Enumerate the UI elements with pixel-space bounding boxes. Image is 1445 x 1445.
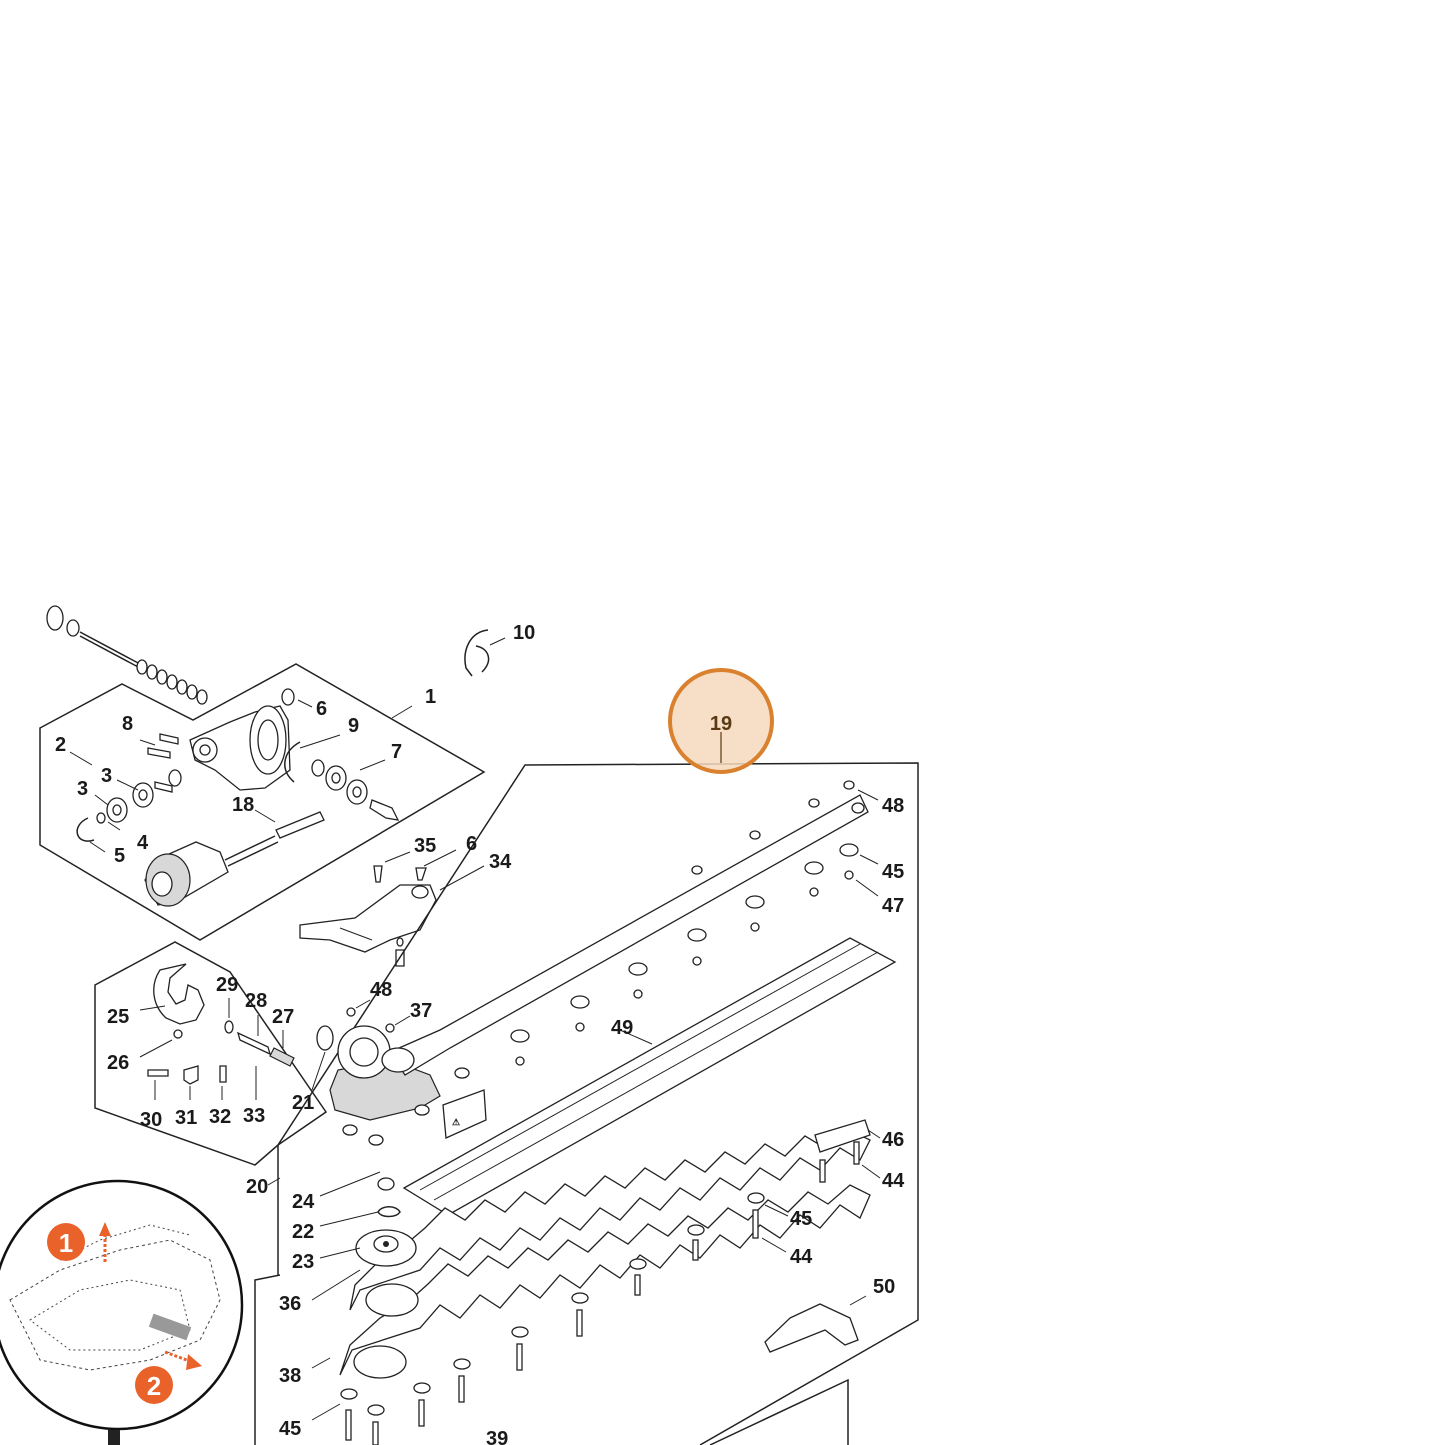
label-10: 10: [513, 622, 535, 644]
label-34: 34: [489, 851, 512, 873]
gearbox-assembly-group: [39, 605, 486, 941]
label-33: 33: [243, 1105, 265, 1127]
label-44a: 44: [882, 1170, 905, 1192]
label-48a: 48: [882, 795, 904, 817]
label-19: 19: [710, 713, 732, 735]
label-21: 21: [292, 1092, 314, 1114]
adjustment-parts-group: [94, 941, 328, 1166]
connecting-rod: [381, 794, 869, 1076]
gear-housing: [189, 705, 291, 791]
label-32: 32: [209, 1106, 231, 1128]
bolts: [340, 1141, 860, 1445]
label-23: 23: [292, 1251, 314, 1273]
label-18: 18: [232, 794, 254, 816]
cutting-blades: [339, 1119, 871, 1379]
svg-text:2: 2: [147, 1371, 161, 1401]
label-22: 22: [292, 1221, 314, 1243]
label-48b: 48: [370, 979, 392, 1001]
label-1: 1: [425, 686, 436, 708]
front-handle: [299, 865, 437, 967]
drive-disc: [355, 1177, 417, 1267]
part-labels: 1 2 3 3 4 5 6 6 7 8 9 10 18 20 21 22 23 …: [55, 622, 905, 1445]
leader-lines-lower: [139, 789, 881, 1421]
label-35: 35: [414, 835, 436, 857]
label-8: 8: [122, 713, 133, 735]
label-9: 9: [348, 715, 359, 737]
label-37: 37: [410, 1000, 432, 1022]
gear-base: ⚠: [316, 1007, 487, 1146]
label-38: 38: [279, 1365, 301, 1387]
warning-decal: ⚠: [452, 1117, 460, 1127]
label-45c: 45: [279, 1418, 301, 1440]
detail-inset: 1 2: [0, 1179, 244, 1445]
retaining-clip: [464, 629, 490, 677]
label-45b: 45: [790, 1208, 812, 1230]
label-49: 49: [611, 1017, 633, 1039]
label-3a: 3: [101, 765, 112, 787]
label-46: 46: [882, 1129, 904, 1151]
label-45a: 45: [882, 861, 904, 883]
inset-step-2: 2: [135, 1366, 173, 1404]
label-26: 26: [107, 1052, 129, 1074]
drive-shaft: [46, 605, 208, 705]
label-20: 20: [246, 1176, 268, 1198]
leader-lines-upper: [69, 637, 506, 853]
label-25: 25: [107, 1006, 129, 1028]
label-4: 4: [137, 832, 149, 854]
label-50: 50: [873, 1276, 895, 1298]
label-44b: 44: [790, 1246, 813, 1268]
fasteners: [510, 780, 859, 1066]
label-36: 36: [279, 1293, 301, 1315]
label-24: 24: [292, 1191, 315, 1213]
label-39: 39: [486, 1428, 508, 1445]
svg-text:1: 1: [59, 1228, 73, 1258]
label-31: 31: [175, 1107, 197, 1129]
label-28: 28: [245, 990, 267, 1012]
blade-guide-rail: [402, 937, 897, 1216]
label-6a: 6: [316, 698, 327, 720]
label-30: 30: [140, 1109, 162, 1131]
cutter-assembly-frame: [254, 762, 919, 1445]
label-3b: 3: [77, 778, 88, 800]
label-6b: 6: [466, 833, 477, 855]
label-5: 5: [114, 845, 125, 867]
label-47: 47: [882, 895, 904, 917]
highlight-marker-19[interactable]: 19: [668, 668, 774, 774]
lower-box: [709, 1378, 849, 1445]
label-29: 29: [216, 974, 238, 996]
inset-step-1: 1: [47, 1223, 85, 1261]
clutch-drum: [144, 811, 325, 907]
label-2: 2: [55, 734, 66, 756]
label-7: 7: [391, 741, 402, 763]
label-27: 27: [272, 1006, 294, 1028]
